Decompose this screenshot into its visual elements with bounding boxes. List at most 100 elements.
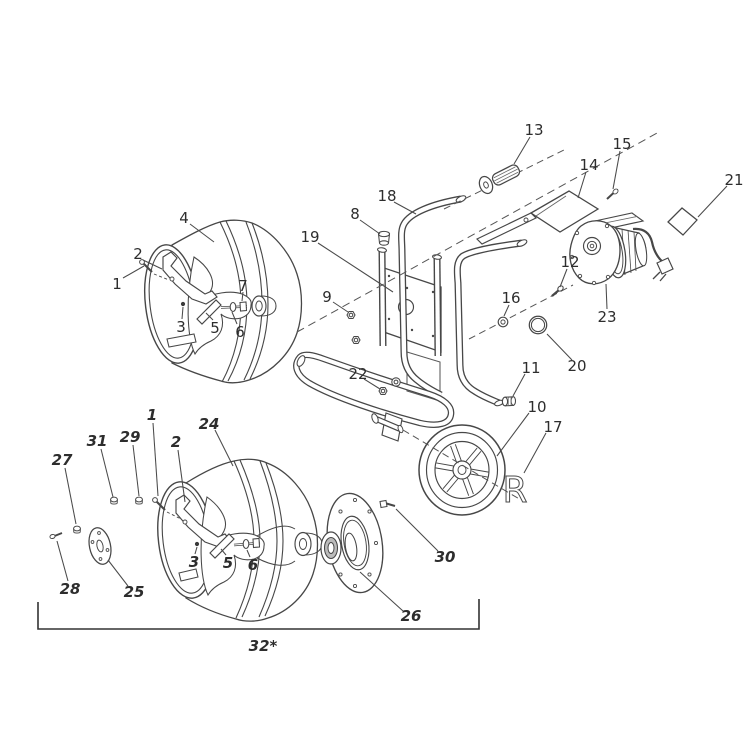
drum-baffle-tab — [178, 568, 199, 582]
leader-line-28 — [56, 540, 69, 582]
leader-line-2 — [142, 259, 163, 270]
leader-line-27 — [64, 467, 77, 525]
part-label-2: 2 — [171, 433, 181, 451]
part-label-16: 16 — [501, 289, 520, 307]
leader-line-11 — [512, 373, 526, 397]
nut-part-27 — [73, 525, 81, 534]
part-label-5: 5 — [210, 319, 220, 337]
bolt-part-12 — [551, 285, 564, 297]
leader-line-17 — [523, 432, 547, 474]
part-label-13: 13 — [524, 121, 543, 139]
assembly-bracket-32 — [37, 599, 480, 630]
wheel-spokes — [435, 444, 489, 496]
small-hardware — [346, 164, 619, 407]
part-label-11: 11 — [521, 359, 540, 377]
nut-part-29 — [135, 496, 143, 505]
part-label-20: 20 — [567, 357, 586, 375]
leader-line-25 — [107, 559, 129, 587]
leader-line-8 — [359, 219, 381, 235]
leader-line-31 — [100, 448, 114, 498]
leader-line-19 — [317, 242, 394, 293]
leader-line-16 — [503, 304, 510, 317]
r-clip-symbol: R — [502, 470, 527, 511]
leader-line-26 — [359, 571, 404, 612]
leader-line-5 — [205, 312, 214, 321]
part-label-8: 8 — [350, 205, 360, 223]
leader-line-15 — [612, 150, 621, 190]
part-label-29: 29 — [120, 428, 141, 446]
part-label-10: 10 — [527, 398, 546, 416]
power-cord — [632, 227, 665, 264]
grip-part-13 — [491, 164, 521, 186]
leader-line-18 — [393, 201, 417, 215]
part-label-5: 5 — [223, 554, 233, 572]
part-label-6: 6 — [248, 556, 258, 574]
part-label-12: 12 — [560, 253, 579, 271]
leader-line-6 — [231, 311, 238, 325]
bottom-hardware — [49, 492, 396, 594]
part-label-9: 9 — [322, 288, 332, 306]
leader-line-5 — [220, 548, 227, 556]
nut-part-7 — [252, 537, 261, 549]
part-label-14: 14 — [579, 156, 598, 174]
part-label-28: 28 — [60, 580, 81, 598]
leader-line-2 — [177, 449, 186, 503]
part-label-17: 17 — [543, 418, 562, 436]
part-label-24: 24 — [199, 415, 220, 433]
plate-rivets — [387, 274, 435, 338]
part-label-23: 23 — [597, 308, 616, 326]
leader-line-24 — [214, 429, 234, 467]
nut-part-7 — [239, 301, 248, 312]
part-label-32*: 32* — [249, 637, 278, 655]
nut-part-31 — [110, 496, 118, 505]
leader-line-22 — [363, 378, 381, 390]
frame — [293, 195, 528, 442]
blade-part-5 — [196, 299, 222, 325]
drum-hub — [251, 295, 267, 317]
screw-part-28 — [49, 532, 63, 540]
leader-line-6 — [246, 549, 251, 558]
blade-part-5 — [209, 533, 235, 559]
part-label-7: 7 — [238, 277, 248, 295]
leader-line-9 — [332, 301, 349, 313]
part-label-1: 1 — [112, 275, 122, 293]
leader-line-3 — [181, 306, 184, 320]
power-plug — [656, 257, 674, 275]
screw-part-1 — [152, 497, 166, 511]
screw-part-15 — [606, 188, 619, 200]
part-label-6: 6 — [235, 323, 245, 341]
bolt-part-30 — [379, 499, 396, 509]
cap-part-11 — [501, 396, 517, 407]
part-label-18: 18 — [377, 187, 396, 205]
washer-part-6 — [242, 538, 250, 550]
leader-line-10 — [496, 412, 530, 457]
motor — [569, 212, 674, 286]
part-label-3: 3 — [176, 318, 186, 336]
nut-part-22 — [378, 377, 401, 396]
leader-line-20 — [546, 333, 573, 361]
part-label-3: 3 — [189, 553, 199, 571]
leader-line-1 — [152, 422, 159, 497]
right-leg — [453, 239, 523, 407]
part-label-25: 25 — [124, 583, 145, 601]
leader-line-4 — [189, 223, 215, 243]
flange-part-26 — [320, 492, 384, 594]
part-label-19: 19 — [300, 228, 319, 246]
washer-part-16 — [497, 316, 509, 328]
leader-line-1 — [122, 265, 145, 279]
leader-line-14 — [577, 171, 587, 199]
washer-part-6 — [229, 301, 237, 313]
drum-hub — [294, 531, 312, 557]
part-label-26: 26 — [401, 607, 422, 625]
nut-part-9 — [346, 310, 361, 345]
lower-drum — [152, 458, 323, 622]
part-label-22: 22 — [348, 365, 367, 383]
leader-line-21 — [697, 185, 728, 218]
leader-dot-3 — [180, 301, 186, 307]
screw-part-1 — [139, 259, 153, 273]
ring-part-20 — [528, 315, 548, 335]
wheel — [418, 424, 506, 516]
leader-line-12 — [559, 268, 568, 288]
